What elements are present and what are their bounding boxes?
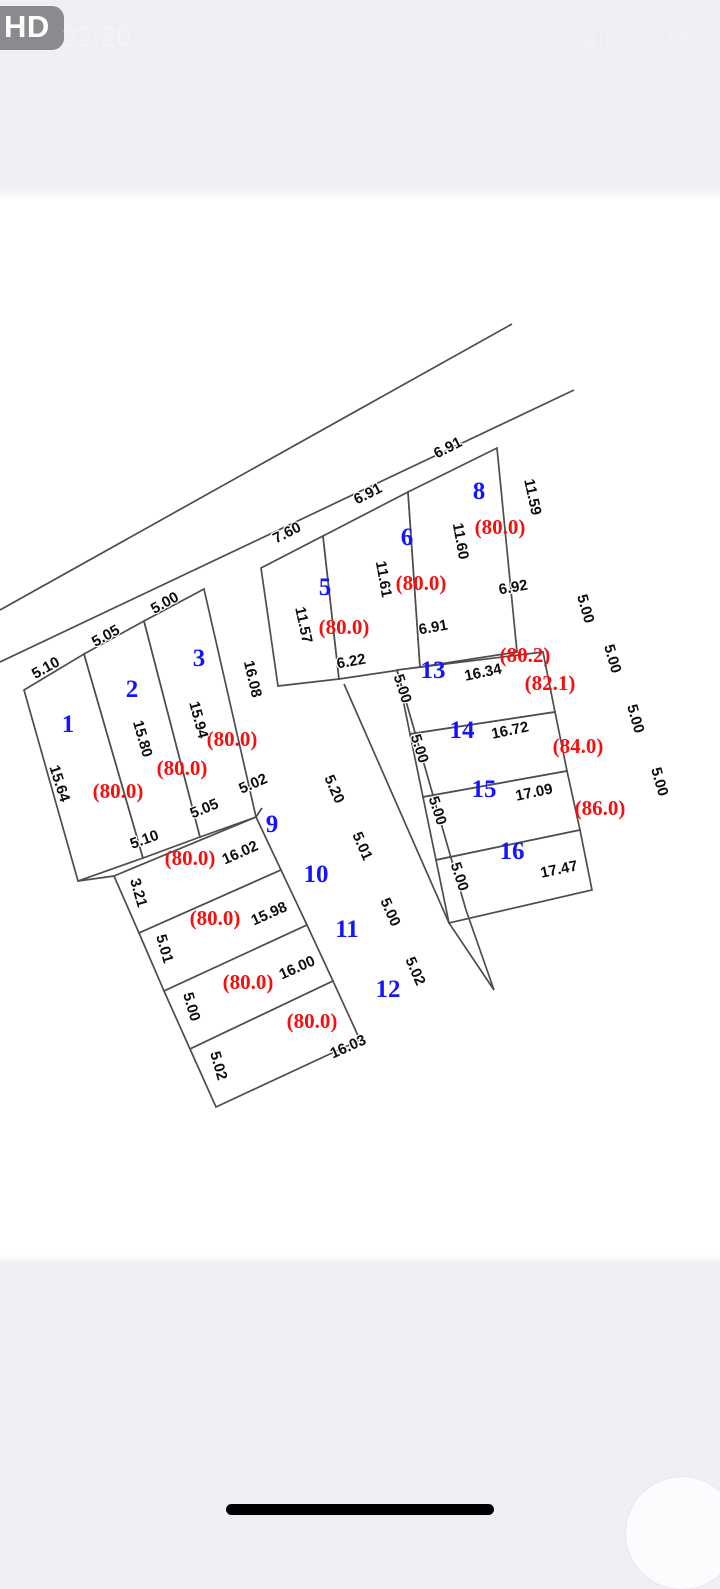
- plot-5-area: (80.0): [319, 615, 370, 639]
- plot-2-number: 2: [126, 676, 139, 703]
- dim-11-59: 11.59: [520, 477, 544, 516]
- plot-16-number: 16: [500, 838, 525, 865]
- floating-action-button[interactable]: [626, 1477, 720, 1589]
- dim-5-00-r: 5.00: [376, 895, 403, 929]
- plot-8-number: 8: [473, 478, 486, 505]
- bottom-chrome: [0, 1262, 720, 1589]
- plot-13-area: (80.2): [500, 643, 551, 667]
- cellular-signal-icon: [584, 29, 606, 47]
- left-block-join: [77, 875, 115, 882]
- road-line-lower: [0, 389, 575, 663]
- wifi-icon: [620, 29, 644, 47]
- plot-1-number: 1: [62, 711, 75, 738]
- cadastral-map-image[interactable]: 1 (80.0) 2 (80.0) 3 (80.0) 5.10 5.05 5.0…: [0, 200, 720, 1262]
- status-clock: 22:20: [62, 22, 132, 52]
- plot-10-area: (80.0): [190, 906, 241, 930]
- dim-6-91-a: 6.91: [351, 480, 385, 508]
- hd-badge: HD: [0, 6, 64, 50]
- top-fade-divider: [0, 186, 720, 202]
- status-indicators: 63: [584, 26, 698, 50]
- plot-12-area: (80.0): [287, 1009, 338, 1033]
- plot-13-number: 13: [421, 657, 446, 684]
- dim-6-91-b: 6.91: [431, 434, 465, 462]
- plot-11-area: (80.0): [223, 970, 274, 994]
- plot-8-boundary: [407, 446, 518, 668]
- dim-5-00-rb2: 5.00: [600, 642, 624, 675]
- plot-11-number: 11: [335, 916, 359, 943]
- plot-6-number: 6: [401, 524, 414, 551]
- plot-1-area: (80.0): [93, 779, 144, 803]
- plot-16-boundary: [434, 828, 593, 925]
- plot-2-area: (80.0): [157, 756, 208, 780]
- dim-6-92: 6.92: [497, 577, 529, 599]
- block-join-upper: [255, 807, 263, 818]
- plot-9-area: (80.0): [165, 846, 216, 870]
- plot-12-boundary: [188, 979, 362, 1109]
- plot-15-area: (84.0): [553, 734, 604, 758]
- plot-8-area: (80.0): [475, 515, 526, 539]
- status-bar: HD 22:20 63: [0, 0, 720, 70]
- plot-3-area: (80.0): [207, 727, 258, 751]
- dim-5-01-r: 5.01: [348, 829, 375, 863]
- dim-5-02-r: 5.02: [401, 954, 428, 988]
- plot-5-number: 5: [319, 574, 332, 601]
- dim-5-00-rb4: 5.00: [647, 765, 671, 798]
- plot-9-number: 9: [266, 811, 279, 838]
- battery-icon: 63: [658, 26, 698, 50]
- plot-16-area: (86.0): [575, 796, 626, 820]
- plot-6-area: (80.0): [396, 571, 447, 595]
- dim-7-60: 7.60: [270, 519, 304, 547]
- dim-5-00-rb3: 5.00: [623, 702, 647, 735]
- plot-14-number: 14: [450, 717, 476, 744]
- plot-15-number: 15: [472, 776, 497, 803]
- home-indicator[interactable]: [226, 1504, 494, 1515]
- plot-3-number: 3: [193, 645, 206, 672]
- road-line-upper: [0, 323, 513, 611]
- dim-5-00-rb1: 5.00: [573, 592, 597, 625]
- road-corridor-left: [343, 683, 495, 991]
- plot-12-number: 12: [376, 976, 401, 1003]
- road-corridor-right: [396, 669, 495, 991]
- plot-10-number: 10: [304, 861, 329, 888]
- plot-14-area: (82.1): [525, 671, 576, 695]
- dim-5-20-r: 5.20: [320, 772, 347, 806]
- dim-16-08: 16.08: [240, 659, 265, 699]
